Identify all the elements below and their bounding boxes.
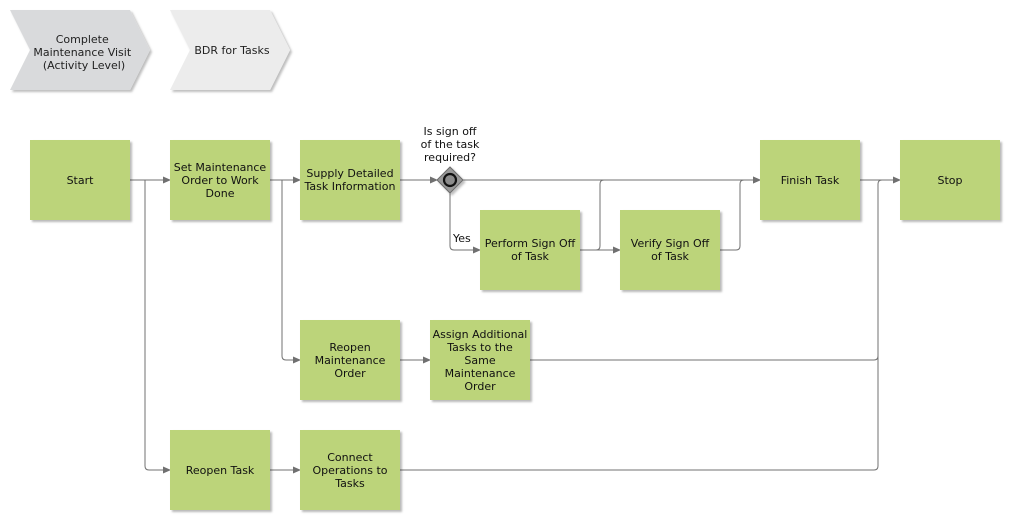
activity-reopen-maintenance-order[interactable]: Reopen Maintenance Order <box>300 320 400 400</box>
chevron-bdr-for-tasks[interactable] <box>170 10 290 90</box>
connector-set-order-to-reopen-order <box>281 180 301 364</box>
activity-finish-task[interactable]: Finish Task <box>760 140 860 220</box>
chevron-complete-maintenance-visit-label: Complete Maintenance Visit (Activity Lev… <box>33 33 134 72</box>
activity-reopen-task[interactable]: Reopen Task <box>170 430 270 510</box>
chevron-1-line-1: Complete <box>56 33 109 46</box>
activity-perform-sign-off[interactable]: Perform Sign Off of Task <box>480 210 580 290</box>
chevron-bdr-for-tasks-label: BDR for Tasks <box>194 44 270 57</box>
activity-set-maintenance-order[interactable]: Set Maintenance Order to Work Done <box>170 140 270 220</box>
chevron-1-line-2: Maintenance Visit <box>33 46 131 59</box>
activity-stop[interactable]: Stop <box>900 140 1000 220</box>
chevron-complete-maintenance-visit[interactable] <box>10 10 150 90</box>
decision-gateway[interactable] <box>436 166 464 194</box>
decision-question-label: Is sign off of the task required? <box>420 125 480 164</box>
activity-start[interactable]: Start <box>30 140 130 220</box>
connector-connect-to-stop <box>400 184 879 471</box>
connector-verify-to-finish-task <box>720 176 761 251</box>
connector-perform-sign-off-to-finish <box>580 179 605 251</box>
connector-gateway-to-perform-sign-off <box>449 193 481 254</box>
connector-start-to-reopen-task <box>144 180 171 474</box>
yes-label: Yes <box>453 232 471 245</box>
gateway-circle-icon <box>442 172 458 188</box>
activity-supply-detailed-task-information[interactable]: Supply Detailed Task Information <box>300 140 400 220</box>
activity-assign-additional-tasks[interactable]: Assign Additional Tasks to the Same Main… <box>430 320 530 400</box>
activity-verify-sign-off[interactable]: Verify Sign Off of Task <box>620 210 720 290</box>
connectors <box>130 176 901 474</box>
chevron-1-line-3: (Activity Level) <box>43 59 125 72</box>
activity-connect-operations-to-tasks[interactable]: Connect Operations to Tasks <box>300 430 400 510</box>
